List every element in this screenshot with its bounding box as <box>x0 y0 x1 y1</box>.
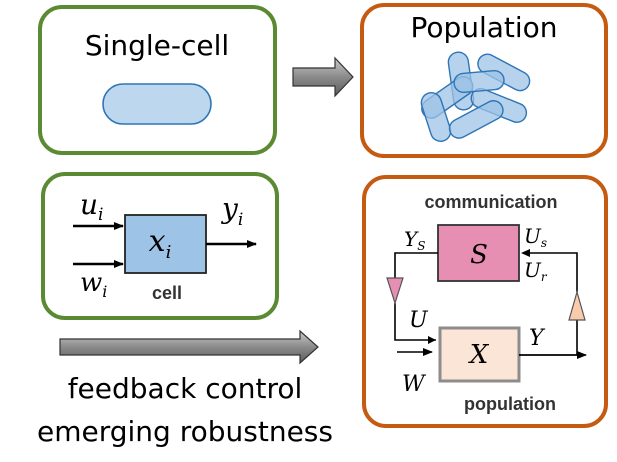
big-x-block <box>438 326 521 383</box>
population-panel: Population <box>360 3 608 158</box>
svg-text:xi: xi <box>149 224 172 263</box>
emerging-robustness-text: emerging robustness <box>37 415 333 448</box>
y-feedback-label: Y <box>529 326 546 351</box>
cell-caption: cell <box>152 283 182 303</box>
cell-shape <box>102 83 212 125</box>
peach-gain-triangle <box>568 289 586 321</box>
ur-sub: r <box>541 270 548 284</box>
population-title: Population <box>410 11 557 44</box>
x-block-label: x <box>149 224 166 259</box>
big-x-block-label: X <box>468 340 490 370</box>
w-label: w <box>80 268 102 298</box>
svg-text:Ur: Ur <box>524 258 548 284</box>
feedback-control-text: feedback control <box>68 372 303 405</box>
bottom-gray-arrow <box>59 329 319 365</box>
y-sub: i <box>238 210 243 230</box>
w-sub: i <box>102 282 107 301</box>
svg-text:YS: YS <box>404 227 425 253</box>
svg-text:Us: Us <box>524 224 547 250</box>
single-cell-panel: Single-cell <box>38 5 277 155</box>
population-block-panel: communication S X YS Us Ur U Y W <box>362 175 608 428</box>
svg-text:ui: ui <box>80 188 103 225</box>
ys-sub: S <box>417 239 425 253</box>
us-label: U <box>524 224 542 248</box>
population-footer: population <box>464 394 556 414</box>
u-feedback-label: U <box>409 308 429 333</box>
svg-text:yi: yi <box>220 192 243 230</box>
y-label: y <box>220 192 239 225</box>
svg-text:wi: wi <box>80 268 107 301</box>
cell-cluster <box>420 51 531 142</box>
top-gray-arrow <box>292 56 354 98</box>
communication-header: communication <box>424 192 557 212</box>
x-block-sub: i <box>166 242 172 263</box>
ur-label: U <box>524 258 542 282</box>
cell-block-panel: xi ui wi yi cell <box>41 172 279 320</box>
u-sub: i <box>98 205 103 225</box>
u-label: u <box>80 188 98 221</box>
us-sub: s <box>541 236 547 250</box>
s-block-label: S <box>470 240 488 270</box>
single-cell-title: Single-cell <box>85 29 229 62</box>
pink-gain-triangle <box>386 277 404 305</box>
ys-label: Y <box>404 227 419 251</box>
w-feedback-label: W <box>402 372 427 397</box>
